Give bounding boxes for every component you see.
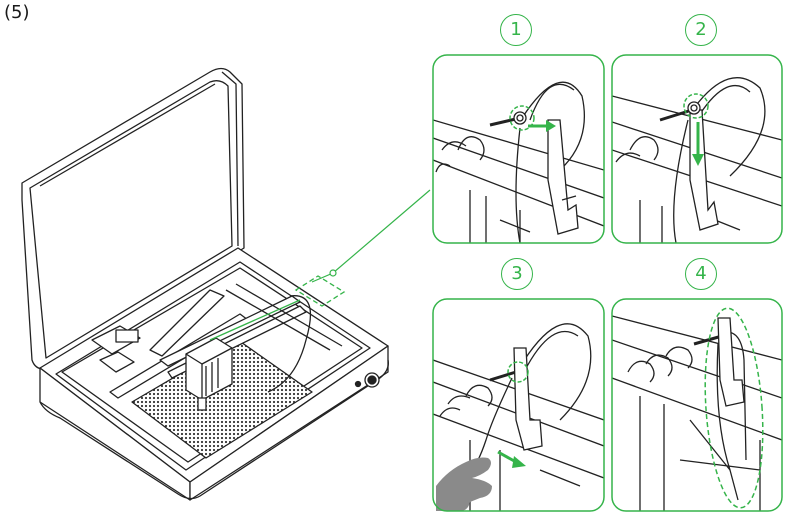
laser-engraver-illustration	[22, 69, 388, 501]
hand-icon	[436, 458, 492, 512]
panel-1	[433, 55, 604, 243]
panel-2	[612, 55, 782, 243]
callout-line	[312, 190, 430, 282]
panel-3	[433, 299, 604, 511]
panel-4	[612, 299, 782, 511]
